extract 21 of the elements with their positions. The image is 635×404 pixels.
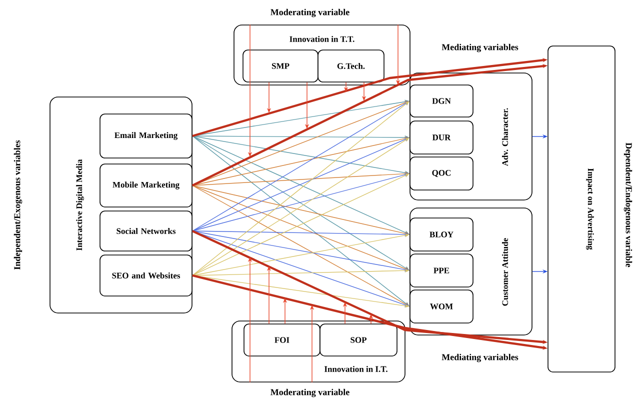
side-label: Independent/Exogenous variables: [14, 140, 22, 270]
variable-box: Impact on Advertising: [548, 46, 616, 372]
variable-box: SMP: [242, 50, 318, 82]
variable-box: BLOY: [410, 218, 474, 252]
variable-box: FOI: [244, 324, 320, 356]
side-label: Dependent/Endogenous variable: [624, 142, 632, 268]
variable-box: DUR: [410, 120, 474, 154]
variable-box: PPE: [410, 254, 474, 288]
section-heading: Mediating variables: [442, 354, 518, 362]
section-heading: Mediating variables: [442, 44, 518, 52]
variable-box: Mobile Marketing: [100, 164, 192, 208]
section-heading: Moderating variable: [270, 8, 350, 18]
variable-box: Social Networks: [100, 210, 192, 252]
variable-box: G.Tech.: [318, 50, 384, 82]
variable-box: Email Marketing: [100, 114, 192, 158]
variable-box: SOP: [320, 324, 398, 356]
variable-box: DGN: [410, 84, 474, 118]
section-heading: Moderating variable: [270, 388, 350, 398]
variable-box: WOM: [410, 290, 474, 324]
variable-box: SEO and Websites: [100, 254, 192, 296]
variable-box: QOC: [410, 156, 474, 190]
